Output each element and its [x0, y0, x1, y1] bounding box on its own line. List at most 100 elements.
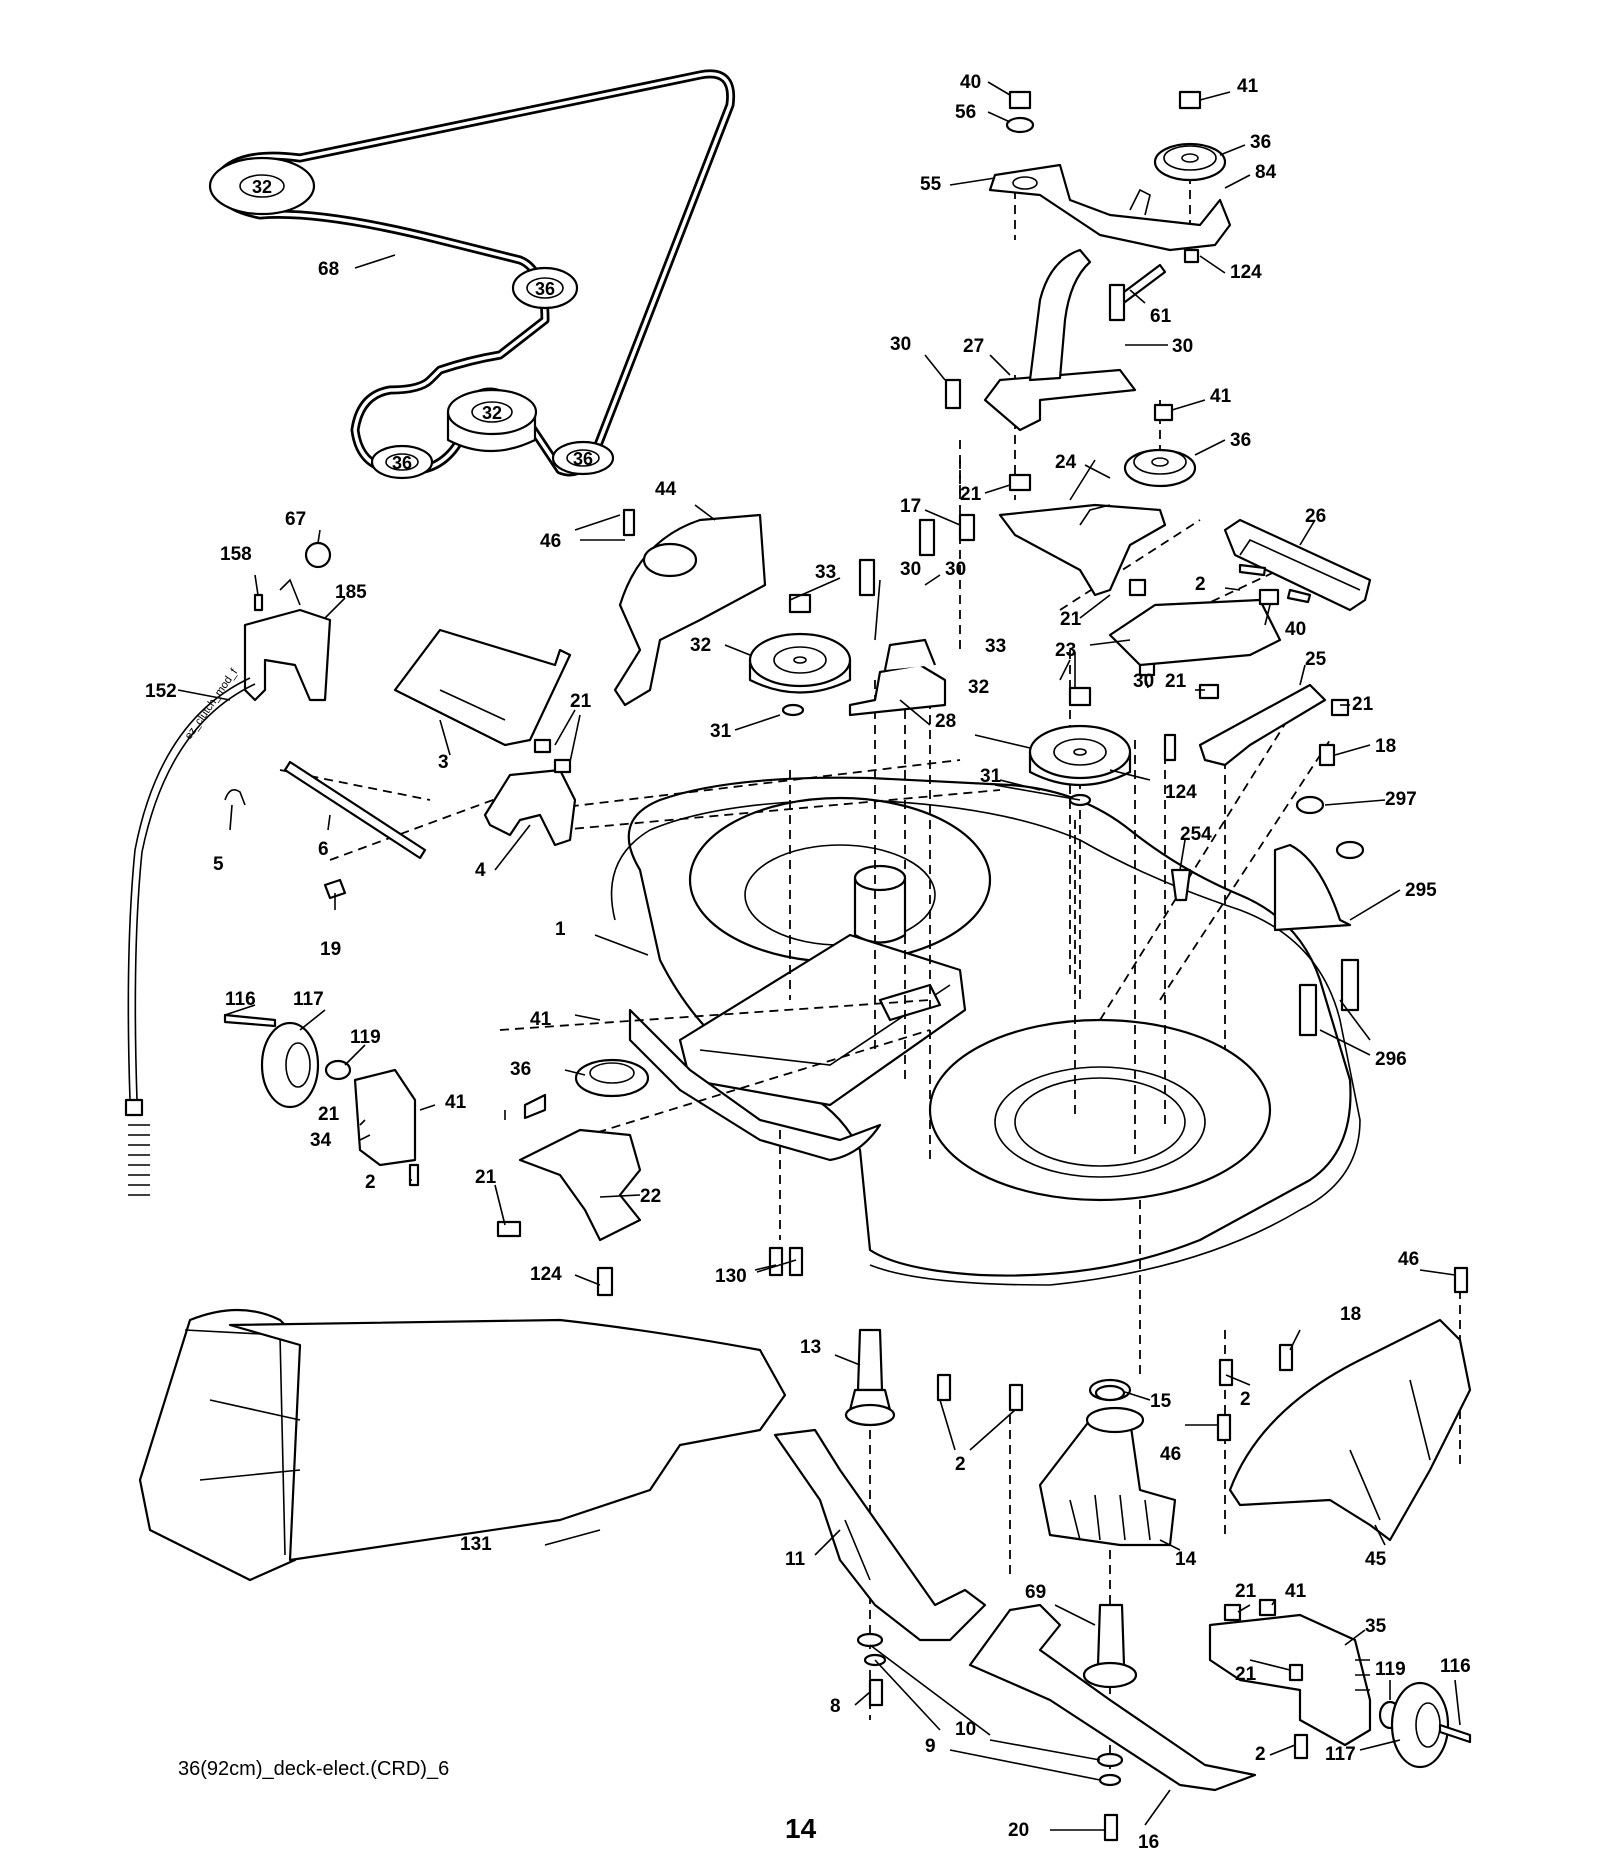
bracket-28	[848, 638, 947, 717]
part-label: 124	[1230, 262, 1262, 283]
part-label: 23	[1055, 640, 1076, 661]
bolt-46-housing	[1216, 1413, 1232, 1442]
part-label: 20	[1008, 1820, 1029, 1841]
part-label: 17	[900, 496, 921, 517]
part-label: 55	[920, 174, 942, 195]
part-label: 2	[1195, 574, 1206, 595]
spindle-13	[844, 1328, 896, 1427]
plate-23	[1108, 598, 1282, 667]
bolts-2-deck	[768, 1246, 1294, 1412]
part-label: 152	[145, 681, 177, 702]
part-label: 24	[1055, 452, 1077, 473]
blade-11	[773, 1428, 987, 1642]
part-label: 31	[710, 721, 732, 742]
part-label: 25	[1305, 649, 1327, 670]
part-number-labels: 40 56 41 36 84 55 124 61 30 30 27 41 36 …	[145, 72, 1471, 1853]
part-label: 21	[475, 1167, 497, 1188]
ball-67	[304, 541, 332, 569]
belt-pulley-label: 32	[252, 177, 272, 197]
part-label: 158	[220, 544, 252, 565]
part-label: 18	[1340, 1304, 1361, 1325]
part-label: 124	[1165, 782, 1197, 803]
deflector-44	[613, 513, 767, 707]
mower-deck-housing	[610, 776, 1361, 1286]
part-label: 116	[1440, 1656, 1471, 1677]
bracket-24	[998, 503, 1167, 597]
part-label: 22	[640, 1186, 661, 1207]
page-number: 14	[785, 1813, 817, 1844]
part-label: 13	[800, 1337, 821, 1358]
part-label: 46	[540, 531, 561, 552]
part-label: 3	[438, 752, 449, 773]
part-label: 21	[1352, 694, 1374, 715]
pulley-32-right	[1028, 686, 1132, 807]
belt-pulley-bottom-left: 36	[370, 444, 434, 480]
part-label: 5	[213, 854, 224, 875]
part-label: 33	[985, 636, 1006, 657]
part-label: 1	[555, 919, 566, 940]
part-label: 28	[935, 711, 956, 732]
part-label: 26	[1305, 506, 1326, 527]
rod-6	[283, 760, 427, 860]
part-label: 30	[900, 559, 921, 580]
belt-pulley-label: 32	[482, 403, 502, 423]
cable-bracket-185	[243, 578, 332, 702]
leader-lines	[177, 81, 1461, 1831]
part-label: 297	[1385, 789, 1417, 810]
part-label: 15	[1150, 1391, 1172, 1412]
part-label: 130	[715, 1266, 747, 1287]
cable-text: ez_clutch_mod_f	[183, 666, 241, 742]
shield-295	[1273, 795, 1365, 1037]
part-label: 21	[318, 1104, 340, 1125]
part-label: 69	[1025, 1582, 1046, 1603]
part-label: 18	[1375, 736, 1396, 757]
part-label: 119	[1375, 1659, 1406, 1680]
part-label: 41	[530, 1009, 552, 1030]
bracket-22	[496, 1058, 650, 1297]
clip-5	[224, 789, 246, 806]
part-label: 21	[1235, 1664, 1257, 1685]
nut-washer-40-56	[1005, 90, 1035, 134]
part-label: 19	[320, 939, 341, 960]
belt-pulley-label: 36	[573, 449, 593, 469]
spring-61	[1118, 263, 1167, 304]
part-label: 36	[510, 1059, 531, 1080]
belt-pulley-center: 32	[446, 388, 538, 453]
pulley-36-top	[1153, 90, 1227, 182]
part-label: 21	[1165, 671, 1187, 692]
blade-16	[968, 1603, 1257, 1792]
part-label: 34	[310, 1130, 332, 1151]
belt-pulley-label: 36	[392, 453, 412, 473]
part-label: 31	[980, 766, 1002, 787]
part-label: 46	[1398, 1249, 1419, 1270]
part-label: 11	[785, 1549, 806, 1570]
part-label: 10	[955, 1719, 976, 1740]
part-label: 41	[1285, 1581, 1307, 1602]
bolts-2-18-124-right	[1163, 248, 1336, 767]
part-label: 295	[1405, 880, 1437, 901]
drive-belt	[214, 69, 736, 477]
part-label: 44	[655, 479, 677, 500]
part-label: 32	[968, 677, 989, 698]
bolt-46-top	[622, 508, 636, 537]
part-label: 117	[1325, 1744, 1356, 1765]
part-label: 21	[1060, 609, 1082, 630]
part-label: 21	[1235, 1581, 1257, 1602]
blade-hardware	[856, 1384, 1126, 1842]
part-label: 84	[1255, 162, 1277, 183]
part-label: 30	[1133, 671, 1154, 692]
part-label: 6	[318, 839, 329, 860]
part-label: 116	[225, 989, 256, 1010]
part-label: 36	[1250, 132, 1271, 153]
pulley-32-left	[748, 593, 852, 717]
part-label: 36	[1230, 430, 1251, 451]
part-label: 30	[945, 559, 966, 580]
idler-arm-55	[988, 163, 1232, 252]
part-label: 8	[830, 1696, 841, 1717]
nuts-21-left	[533, 738, 572, 774]
part-label: 41	[445, 1092, 467, 1113]
spindle-69	[1082, 1603, 1138, 1689]
bolt-46-right	[1453, 1266, 1469, 1294]
part-label: 46	[1160, 1444, 1181, 1465]
